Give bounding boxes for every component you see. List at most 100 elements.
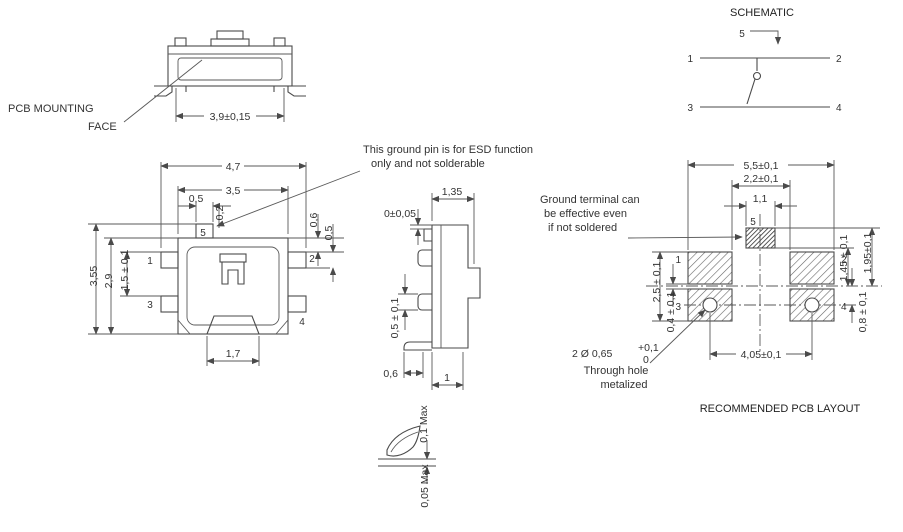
dim-label-1-7: 1,7 [226, 348, 241, 360]
dim-label-4-7: 4,7 [226, 161, 241, 173]
dim-center-to-pad5: 1,45 ± 0,1 [775, 235, 854, 287]
ground-note-line-3: if not soldered [548, 222, 617, 234]
dim-label-1-45: 1,45 ± 0,1 [838, 235, 850, 282]
through-hole-right [804, 297, 820, 313]
pin-1-label: 1 [147, 256, 153, 267]
through-hole-left [702, 297, 718, 313]
dim-label-1-35: 1,35 [442, 186, 463, 198]
dim-label-0-4: 0,4 ± 0,1 [665, 291, 677, 332]
side-foot [403, 341, 432, 351]
dim-label-0-5-top: 0,5 [189, 193, 204, 205]
pin-3-label: 3 [147, 300, 153, 311]
dim-pad-row-gap: 0,4 ± 0,1 [665, 264, 688, 332]
dim-foot-length: 0,6 [383, 352, 424, 380]
dim-label-0-6-right: 0,6 [308, 213, 320, 228]
dim-coplanarity-0: 0±0,05 [384, 208, 432, 245]
pcb-layout: 1 2 3 4 5 5,5±0,1 2,2±0,1 1,1 [540, 160, 882, 415]
dim-body-height: 2,9 [103, 237, 178, 335]
ground-note-line-2: be effective even [544, 208, 627, 220]
schematic: SCHEMATIC 5 1 2 3 4 [687, 7, 842, 114]
contact-dot [752, 71, 762, 81]
pin-5-label: 5 [200, 228, 206, 239]
pcb-pad-1 [687, 251, 733, 285]
pin-4 [287, 295, 307, 313]
dim-label-3-9: 3,9±0,15 [210, 111, 251, 123]
bottom-notch [206, 315, 260, 335]
dim-label-4-05: 4,05±0,1 [741, 349, 782, 361]
dim-coplanarity-max1: 0,1 Max [418, 405, 431, 460]
schematic-pin4-label: 4 [836, 103, 842, 114]
hole-spec-label: 2 Ø 0,65 [572, 348, 612, 360]
side-view: 1,35 0±0,05 0,5 ± 0,1 0,6 1 [383, 186, 481, 390]
dim-top-view-width: 3,9±0,15 [175, 88, 285, 123]
dim-label-0-2: 0,2 [214, 206, 226, 221]
pcb-pad2-label: 2 [841, 255, 847, 266]
dim-pin-pitch: 1,5 ± 0,1 [119, 249, 161, 297]
front-body [177, 237, 289, 335]
dim-coplanarity-max2: 0,05 Max [419, 464, 431, 508]
hole-tol-minus: 0 [643, 354, 649, 366]
dim-label-0-1-max: 0,1 Max [418, 405, 430, 443]
dim-center-to-hole: 0,8 ± 0,1 [848, 268, 869, 332]
actuator-stem [221, 262, 245, 285]
ground-note-leader [627, 233, 743, 241]
schematic-title: SCHEMATIC [730, 7, 794, 19]
through-hole-note-line-1: Through hole [584, 365, 649, 377]
esd-note-leader [216, 170, 361, 227]
dim-label-0-0-05: 0±0,05 [384, 208, 416, 220]
dim-label-2-5: 2,5 ± 0,1 [651, 261, 663, 302]
side-pin-lower-hook [417, 293, 432, 311]
pin-1 [160, 251, 179, 269]
dim-center-to-pad5-top: 1,95±0,1 [775, 227, 880, 287]
dim-pad-height-span: 2,5 ± 0,1 [651, 251, 688, 322]
dim-label-0-5-side: 0,5 ± 0,1 [389, 297, 401, 338]
dim-notch-width: 1,7 [206, 336, 260, 366]
ground-note-line-1: Ground terminal can [540, 194, 640, 206]
dim-overall-height: 3,55 [88, 223, 196, 335]
top-view-right-foot [287, 86, 306, 97]
side-pin-upper-hook [417, 249, 432, 267]
coplanarity-detail: 0,1 Max 0,05 Max [378, 405, 436, 508]
dim-body-width: 3,5 [177, 185, 289, 234]
dim-label-2-9: 2,9 [103, 274, 115, 289]
dim-label-1-side: 1 [444, 372, 450, 384]
dim-label-1-95: 1,95±0,1 [862, 232, 874, 273]
pcb-pad-5-ground [745, 227, 776, 249]
top-view: 3,9±0,15 PCB MOUNTING FACE [8, 30, 306, 133]
dim-label-2-2: 2,2±0,1 [744, 173, 779, 185]
pcb-pad-2 [789, 251, 835, 285]
pcb-pad1-label: 1 [675, 255, 681, 266]
through-hole-note: Through hole metalized [584, 309, 706, 391]
dim-label-3-5: 3,5 [226, 185, 241, 197]
side-pin5-hook [423, 228, 432, 242]
pin-4-label: 4 [299, 317, 305, 328]
hole-tol-plus: +0,1 [638, 342, 659, 354]
top-view-button-base [210, 38, 250, 47]
dim-depth: 1,35 [431, 186, 475, 264]
pcb-pad4-label: 4 [841, 302, 847, 313]
dim-label-0-6-side: 0,6 [383, 368, 398, 380]
dim-label-1-1: 1,1 [753, 193, 768, 205]
dim-pin5-width: 0,5 [178, 193, 231, 222]
through-hole-note-line-2: metalized [600, 379, 647, 391]
hole-spec: 2 Ø 0,65 +0,1 0 [572, 342, 659, 366]
esd-note-line-1: This ground pin is for ESD function [363, 144, 533, 156]
dim-overall-width: 4,7 [160, 161, 307, 248]
top-view-left-foot [154, 86, 173, 97]
dim-label-0-05-max: 0,05 Max [419, 464, 431, 508]
actuator-bar [219, 253, 247, 263]
press-direction-arrow [750, 30, 782, 45]
dim-label-0-8: 0,8 ± 0,1 [857, 291, 869, 332]
schematic-pin2-label: 2 [836, 54, 842, 65]
pin-3 [160, 295, 179, 313]
pcb-mounting-label-1: PCB MOUNTING [8, 103, 94, 115]
dim-label-3-55: 3,55 [88, 266, 100, 287]
through-hole-leader [649, 309, 706, 364]
esd-note: This ground pin is for ESD function only… [216, 144, 533, 227]
top-view-button [216, 30, 244, 40]
foot-detail-shape [386, 425, 421, 457]
pcb-layout-title: RECOMMENDED PCB LAYOUT [700, 403, 861, 415]
schematic-pin5-label: 5 [739, 29, 745, 40]
dim-pin-thickness: 0,5 ± 0,1 [389, 274, 418, 338]
